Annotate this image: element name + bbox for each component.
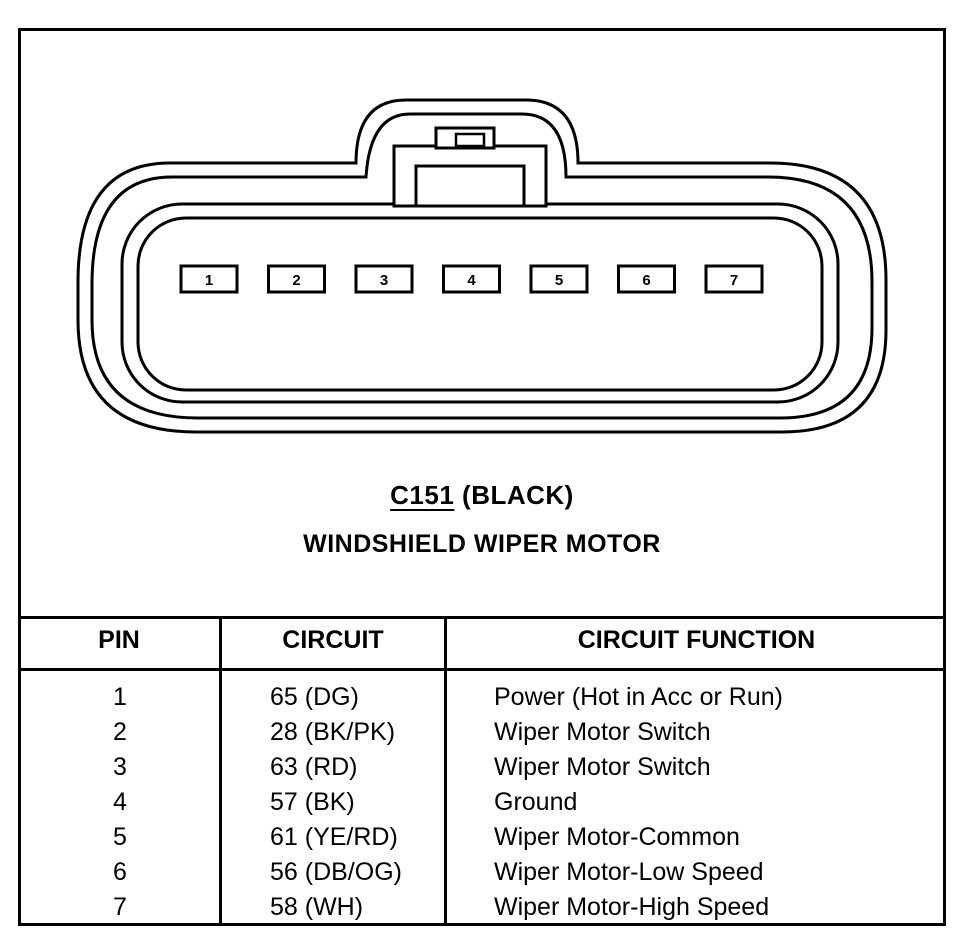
- locking-tab-inner: [414, 164, 526, 208]
- table-cell-circuit: 63 (RD): [270, 753, 358, 781]
- table-cell-circuit: 28 (BK/PK): [270, 718, 396, 746]
- table-column-divider: [444, 616, 447, 926]
- table-cell-function: Wiper Motor-Low Speed: [494, 858, 764, 886]
- table-cell-pin: 3: [113, 753, 127, 781]
- table-cell-pin: 4: [113, 788, 127, 816]
- pin-cavity-6: [617, 264, 676, 294]
- table-cell-circuit: 65 (DG): [270, 683, 359, 711]
- pin-cavity-2: [267, 264, 326, 294]
- table-column-divider: [219, 616, 222, 926]
- table-cell-function: Power (Hot in Acc or Run): [494, 683, 783, 711]
- circuit-column: 65 (DG) 28 (BK/PK) 63 (RD) 57 (BK) 61 (Y…: [270, 680, 402, 925]
- pin-cavity-label: 6: [642, 272, 650, 289]
- table-cell-circuit: 58 (WH): [270, 893, 364, 921]
- locking-tab-notch: [454, 132, 486, 148]
- header-circuit: CIRCUIT: [282, 626, 384, 654]
- function-column: Power (Hot in Acc or Run) Wiper Motor Sw…: [494, 680, 783, 925]
- pin-cavity-label: 4: [467, 272, 476, 289]
- pin-cavity-label: 7: [730, 272, 738, 289]
- table-cell-pin: 5: [113, 823, 127, 851]
- table-cell-pin: 7: [113, 893, 127, 921]
- connector-id: C151: [390, 480, 455, 510]
- table-cell-pin: 2: [113, 718, 127, 746]
- connector-color: (BLACK): [462, 480, 574, 510]
- pin-column: 1 2 3 4 5 6 7: [18, 680, 222, 925]
- table-cell-pin: 1: [113, 683, 127, 711]
- header-circuit-function: CIRCUIT FUNCTION: [577, 626, 816, 654]
- table-cell-pin: 6: [113, 858, 127, 886]
- pin-cavity-label: 2: [292, 272, 300, 289]
- connector-cavity-inner: [136, 216, 824, 392]
- connector-outer-shell: [76, 98, 888, 434]
- connector-title: C151 (BLACK): [0, 480, 964, 511]
- table-cell-circuit: 56 (DB/OG): [270, 858, 402, 886]
- pin-cavity-label: 5: [555, 272, 563, 289]
- connector-outer-shell-inner: [90, 112, 874, 420]
- table-header-divider: [18, 668, 946, 671]
- pin-cavity-3: [354, 264, 414, 294]
- table-cell-circuit: 57 (BK): [270, 788, 355, 816]
- pin-cavity-4: [442, 264, 501, 294]
- table-cell-function: Wiper Motor-Common: [494, 823, 740, 851]
- table-cell-function: Wiper Motor-High Speed: [494, 893, 770, 921]
- diagram-frame: [18, 28, 946, 926]
- connector-cavity: [120, 202, 840, 404]
- table-cell-function: Ground: [494, 788, 578, 816]
- header-pin: PIN: [98, 626, 140, 654]
- pin-row: 1 2 3 4 5 6 7: [179, 264, 764, 294]
- pin-cavity-1: [179, 264, 239, 294]
- table-cell-circuit: 61 (YE/RD): [270, 823, 398, 851]
- table-cell-function: Wiper Motor Switch: [494, 753, 711, 781]
- connector-face-drawing: 1 2 3 4 5 6 7: [76, 98, 888, 434]
- pin-cavity-label: 1: [205, 272, 213, 289]
- table-top-border: [18, 616, 946, 619]
- pin-cavity-label: 3: [380, 272, 388, 289]
- pin-cavity-5: [529, 264, 589, 294]
- table-cell-function: Wiper Motor Switch: [494, 718, 711, 746]
- component-name: WINDSHIELD WIPER MOTOR: [303, 530, 661, 558]
- pin-cavity-7: [704, 264, 764, 294]
